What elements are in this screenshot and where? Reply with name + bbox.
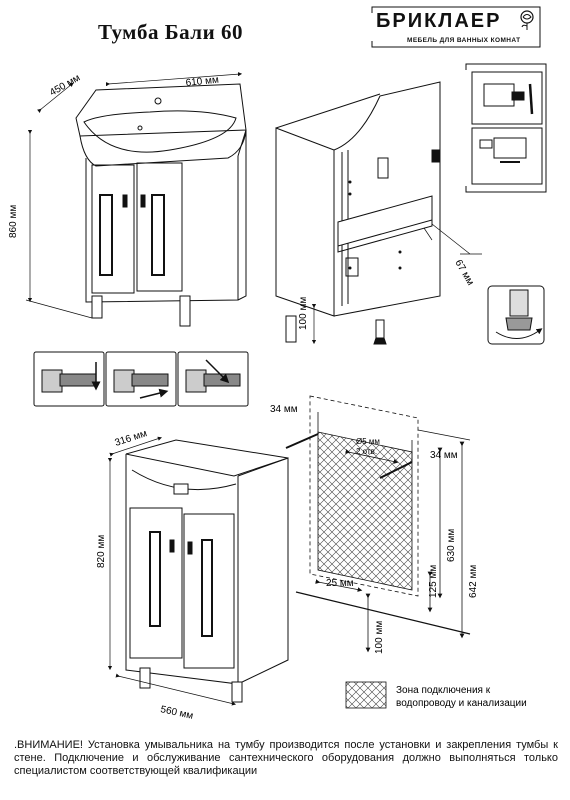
zone-legend-line2: водопроводу и канализации [396,698,527,709]
dim-width-top: 610 мм [185,75,219,89]
cabinet-with-sink-view [75,83,247,327]
brand-name: БРИКЛАЕР [376,10,502,32]
brand-frame [371,6,541,48]
hinge-adjust-icon [33,351,105,407]
zone-legend-swatch [345,681,387,709]
dim-hole-diameter: Ø5 мм [356,437,380,446]
wall-screw-left [285,433,319,449]
hinge-release-icon [177,351,249,407]
brand-tagline: МЕБЕЛЬ ДЛЯ ВАННЫХ КОМНАТ [407,37,521,44]
dim-zone-bottom: 125 мм [428,565,439,598]
dim-height-total: 860 мм [8,205,19,238]
dim-leg-height-top: 100 мм [298,297,309,330]
page-title: Тумба Бали 60 [98,20,243,44]
dimension-lines-bottom [107,436,237,706]
dim-hole-height: 642 мм [468,565,479,598]
dim-depth-top: 450 мм [48,72,82,98]
dim-panel-offset: 67 мм [452,258,475,288]
detail-shelf-clip [465,63,547,193]
wall-screw-right [379,461,413,479]
warning-notice: .ВНИМАНИЕ! Установка умывальника на тумб… [14,739,558,777]
dimension-lines-top [25,72,243,319]
cabinet-frame-view [275,81,441,345]
dim-wall-left-offset: 34 мм [270,404,298,415]
dimension-lines-frame [311,223,482,345]
dim-hole-count: 2 отв. [356,447,377,456]
dim-wall-bottom-offset: 25 мм [326,578,354,589]
dim-depth-cabinet: 316 мм [114,428,149,449]
dim-zone-height: 630 мм [446,529,457,562]
dim-wall-right-offset: 34 мм [430,450,458,461]
hinge-depth-icon [105,351,177,407]
cabinet-bottom-view [125,439,289,703]
dim-width-cabinet: 560 мм [159,704,194,722]
wall-mount-scheme [285,395,471,653]
rose-logo-icon [520,10,534,30]
zone-legend-line1: Зона подключения к [396,685,491,696]
leg-adjust-icon [487,285,545,345]
dim-height-cabinet: 820 мм [96,535,107,568]
dim-floor-offset: 100 мм [374,621,385,654]
